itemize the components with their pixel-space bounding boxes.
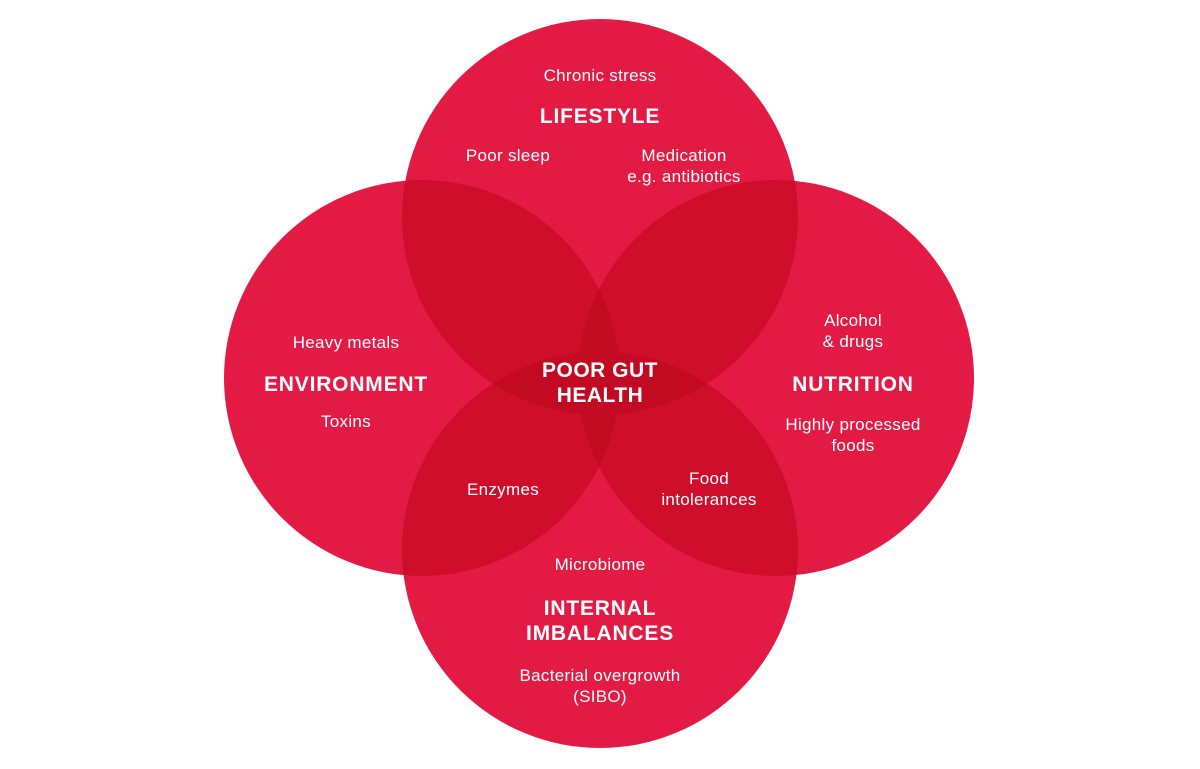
environment-item-toxins: Toxins: [321, 412, 371, 431]
center-title-line1: POOR GUT: [542, 359, 658, 382]
overlap-label-food: Food: [689, 469, 729, 488]
internal-title-line1: INTERNAL: [544, 597, 657, 620]
environment-item-heavy-metals: Heavy metals: [293, 333, 400, 352]
center-title-line2: HEALTH: [557, 384, 644, 407]
environment-title: ENVIRONMENT: [264, 373, 428, 396]
nutrition-item-foods: foods: [831, 436, 874, 455]
internal-item-microbiome: Microbiome: [555, 555, 646, 574]
internal-item-sibo: (SIBO): [573, 687, 627, 706]
internal-item-bacterial-overgrowth: Bacterial overgrowth: [520, 666, 681, 685]
lifestyle-item-chronic-stress: Chronic stress: [544, 66, 657, 85]
nutrition-title: NUTRITION: [792, 373, 914, 396]
lifestyle-item-medication-example: e.g. antibiotics: [627, 167, 740, 186]
nutrition-item-drugs: & drugs: [823, 332, 884, 351]
lifestyle-title: LIFESTYLE: [540, 105, 660, 128]
internal-title-line2: IMBALANCES: [526, 622, 674, 645]
lifestyle-item-poor-sleep: Poor sleep: [466, 146, 550, 165]
nutrition-item-highly-processed: Highly processed: [785, 415, 920, 434]
overlap-label-enzymes: Enzymes: [467, 480, 539, 499]
lifestyle-item-medication: Medication: [641, 146, 726, 165]
nutrition-item-alcohol: Alcohol: [824, 311, 882, 330]
overlap-label-intolerances: intolerances: [661, 490, 756, 509]
